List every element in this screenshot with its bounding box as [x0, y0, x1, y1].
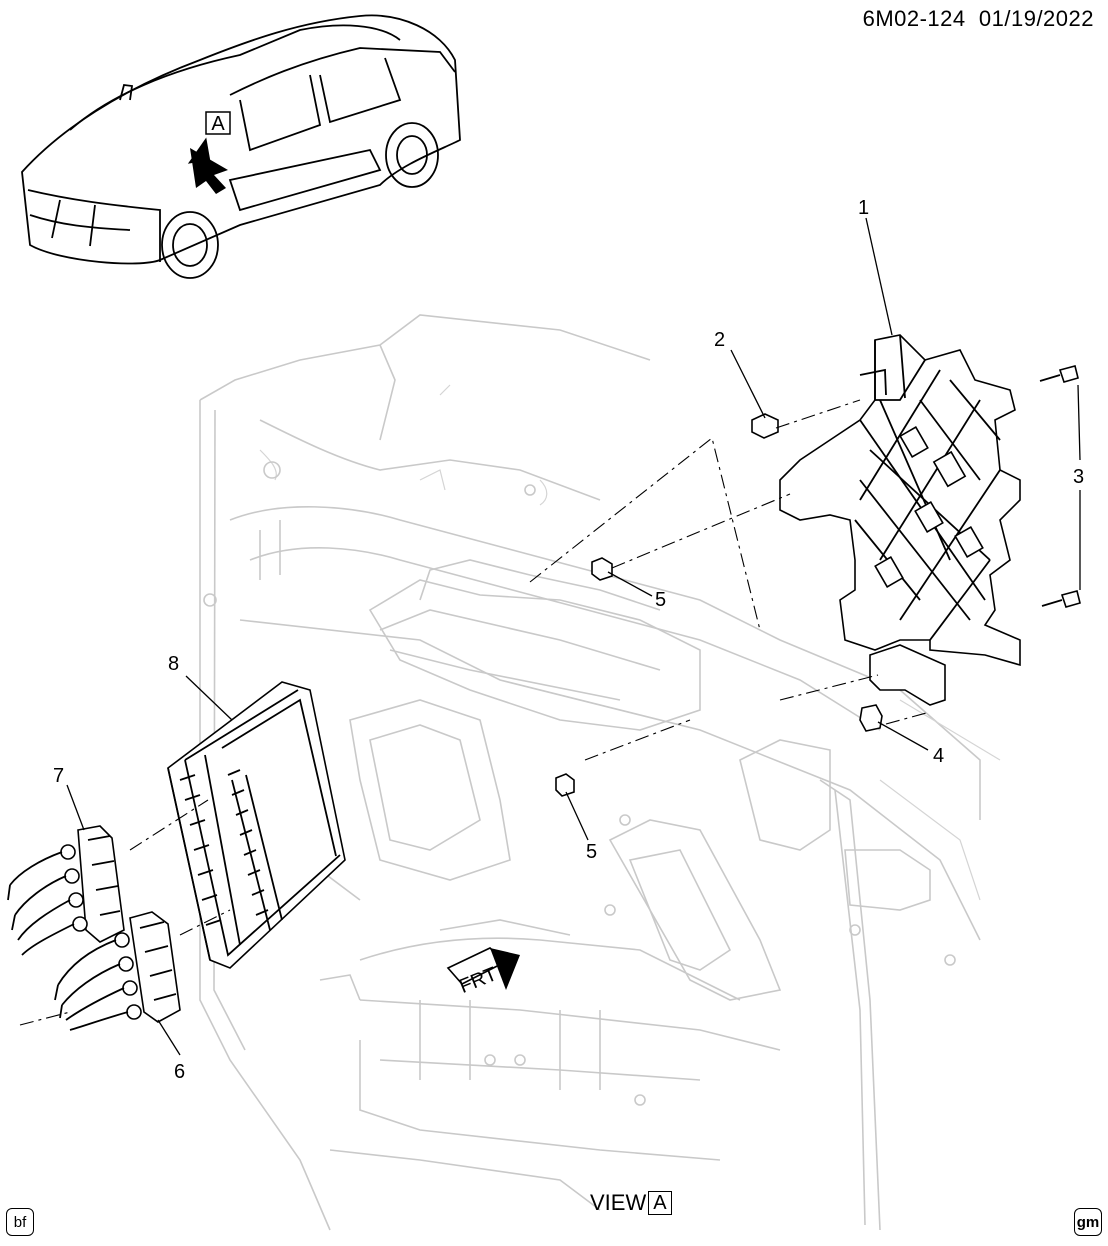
harness-connector-part-6	[54, 911, 181, 1031]
bf-badge: bf	[6, 1208, 34, 1236]
callout-7: 7	[53, 765, 64, 787]
callout-8: 8	[168, 653, 179, 675]
assembly-centerlines	[19, 399, 931, 1026]
callout-labels: 1 2 3 4 5 5 6 7 8	[53, 197, 1084, 1083]
callout-3: 3	[1073, 466, 1084, 488]
gm-logo-icon: gm	[1074, 1208, 1102, 1236]
vehicle-structure-background	[199, 314, 1001, 1231]
harness-connector-part-7	[7, 825, 125, 956]
control-module	[167, 681, 346, 969]
front-direction-arrow-icon: FRT	[446, 947, 520, 998]
module-bracket	[779, 334, 1021, 706]
view-letter-box: A	[648, 1191, 672, 1215]
vehicle-thumbnail	[21, 14, 461, 279]
view-prefix: VIEW	[590, 1190, 647, 1215]
callout-leaders	[66, 217, 1081, 1056]
nut-part-4	[859, 704, 883, 732]
bolt-parts-3	[1039, 365, 1081, 608]
callout-1: 1	[858, 197, 869, 219]
clip-part-5-lower	[555, 773, 575, 797]
callout-2: 2	[714, 329, 725, 351]
drawing-header: 6M02-124 01/19/2022	[863, 6, 1094, 32]
drawing-date: 01/19/2022	[978, 6, 1094, 31]
callout-5-upper: 5	[655, 589, 666, 611]
view-label: VIEW A	[590, 1190, 672, 1216]
callout-5-lower: 5	[586, 841, 597, 863]
callout-4: 4	[933, 745, 944, 767]
clip-part-2	[751, 413, 779, 439]
callout-6: 6	[174, 1061, 185, 1083]
drawing-id: 6M02-124	[862, 6, 966, 31]
clip-part-5-upper	[591, 557, 613, 581]
view-a-arrow-icon: A	[187, 111, 231, 194]
vehicle-view-marker: A	[211, 113, 225, 135]
